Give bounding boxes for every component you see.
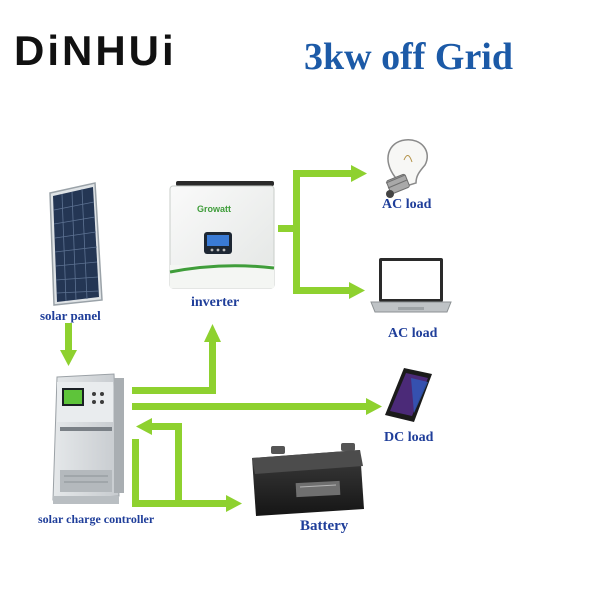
arrow-controller-to-battery [132, 439, 242, 512]
brand-logo-text: DiNHUi [14, 27, 177, 74]
diagram-title: 3kw off Grid [304, 36, 513, 78]
label-dc-load: DC load [384, 430, 434, 445]
arrow-panel-to-controller [60, 323, 77, 366]
arrow-inverter-to-ac-loads [278, 165, 367, 299]
label-ac-load-2: AC load [388, 326, 438, 341]
label-battery: Battery [300, 518, 349, 534]
laptop-icon [370, 258, 452, 313]
arrow-controller-to-dc-load [132, 398, 382, 415]
arrow-battery-to-controller [136, 418, 182, 505]
light-bulb-icon [385, 139, 428, 198]
label-inverter: inverter [191, 295, 240, 310]
label-controller: solar charge controller [38, 512, 155, 526]
battery-icon [252, 443, 364, 516]
inverter-icon: Growatt [169, 181, 275, 289]
arrow-controller-to-inverter [132, 324, 221, 394]
phone-icon [385, 368, 432, 422]
flow-arrows [60, 165, 382, 512]
label-ac-load-1: AC load [382, 197, 432, 212]
label-solar-panel: solar panel [40, 308, 101, 323]
solar-panel-icon [49, 182, 103, 306]
brand-logo: DiNHUi [14, 30, 177, 72]
charge-controller-icon [52, 373, 124, 504]
inverter-brand-text: Growatt [197, 204, 231, 214]
